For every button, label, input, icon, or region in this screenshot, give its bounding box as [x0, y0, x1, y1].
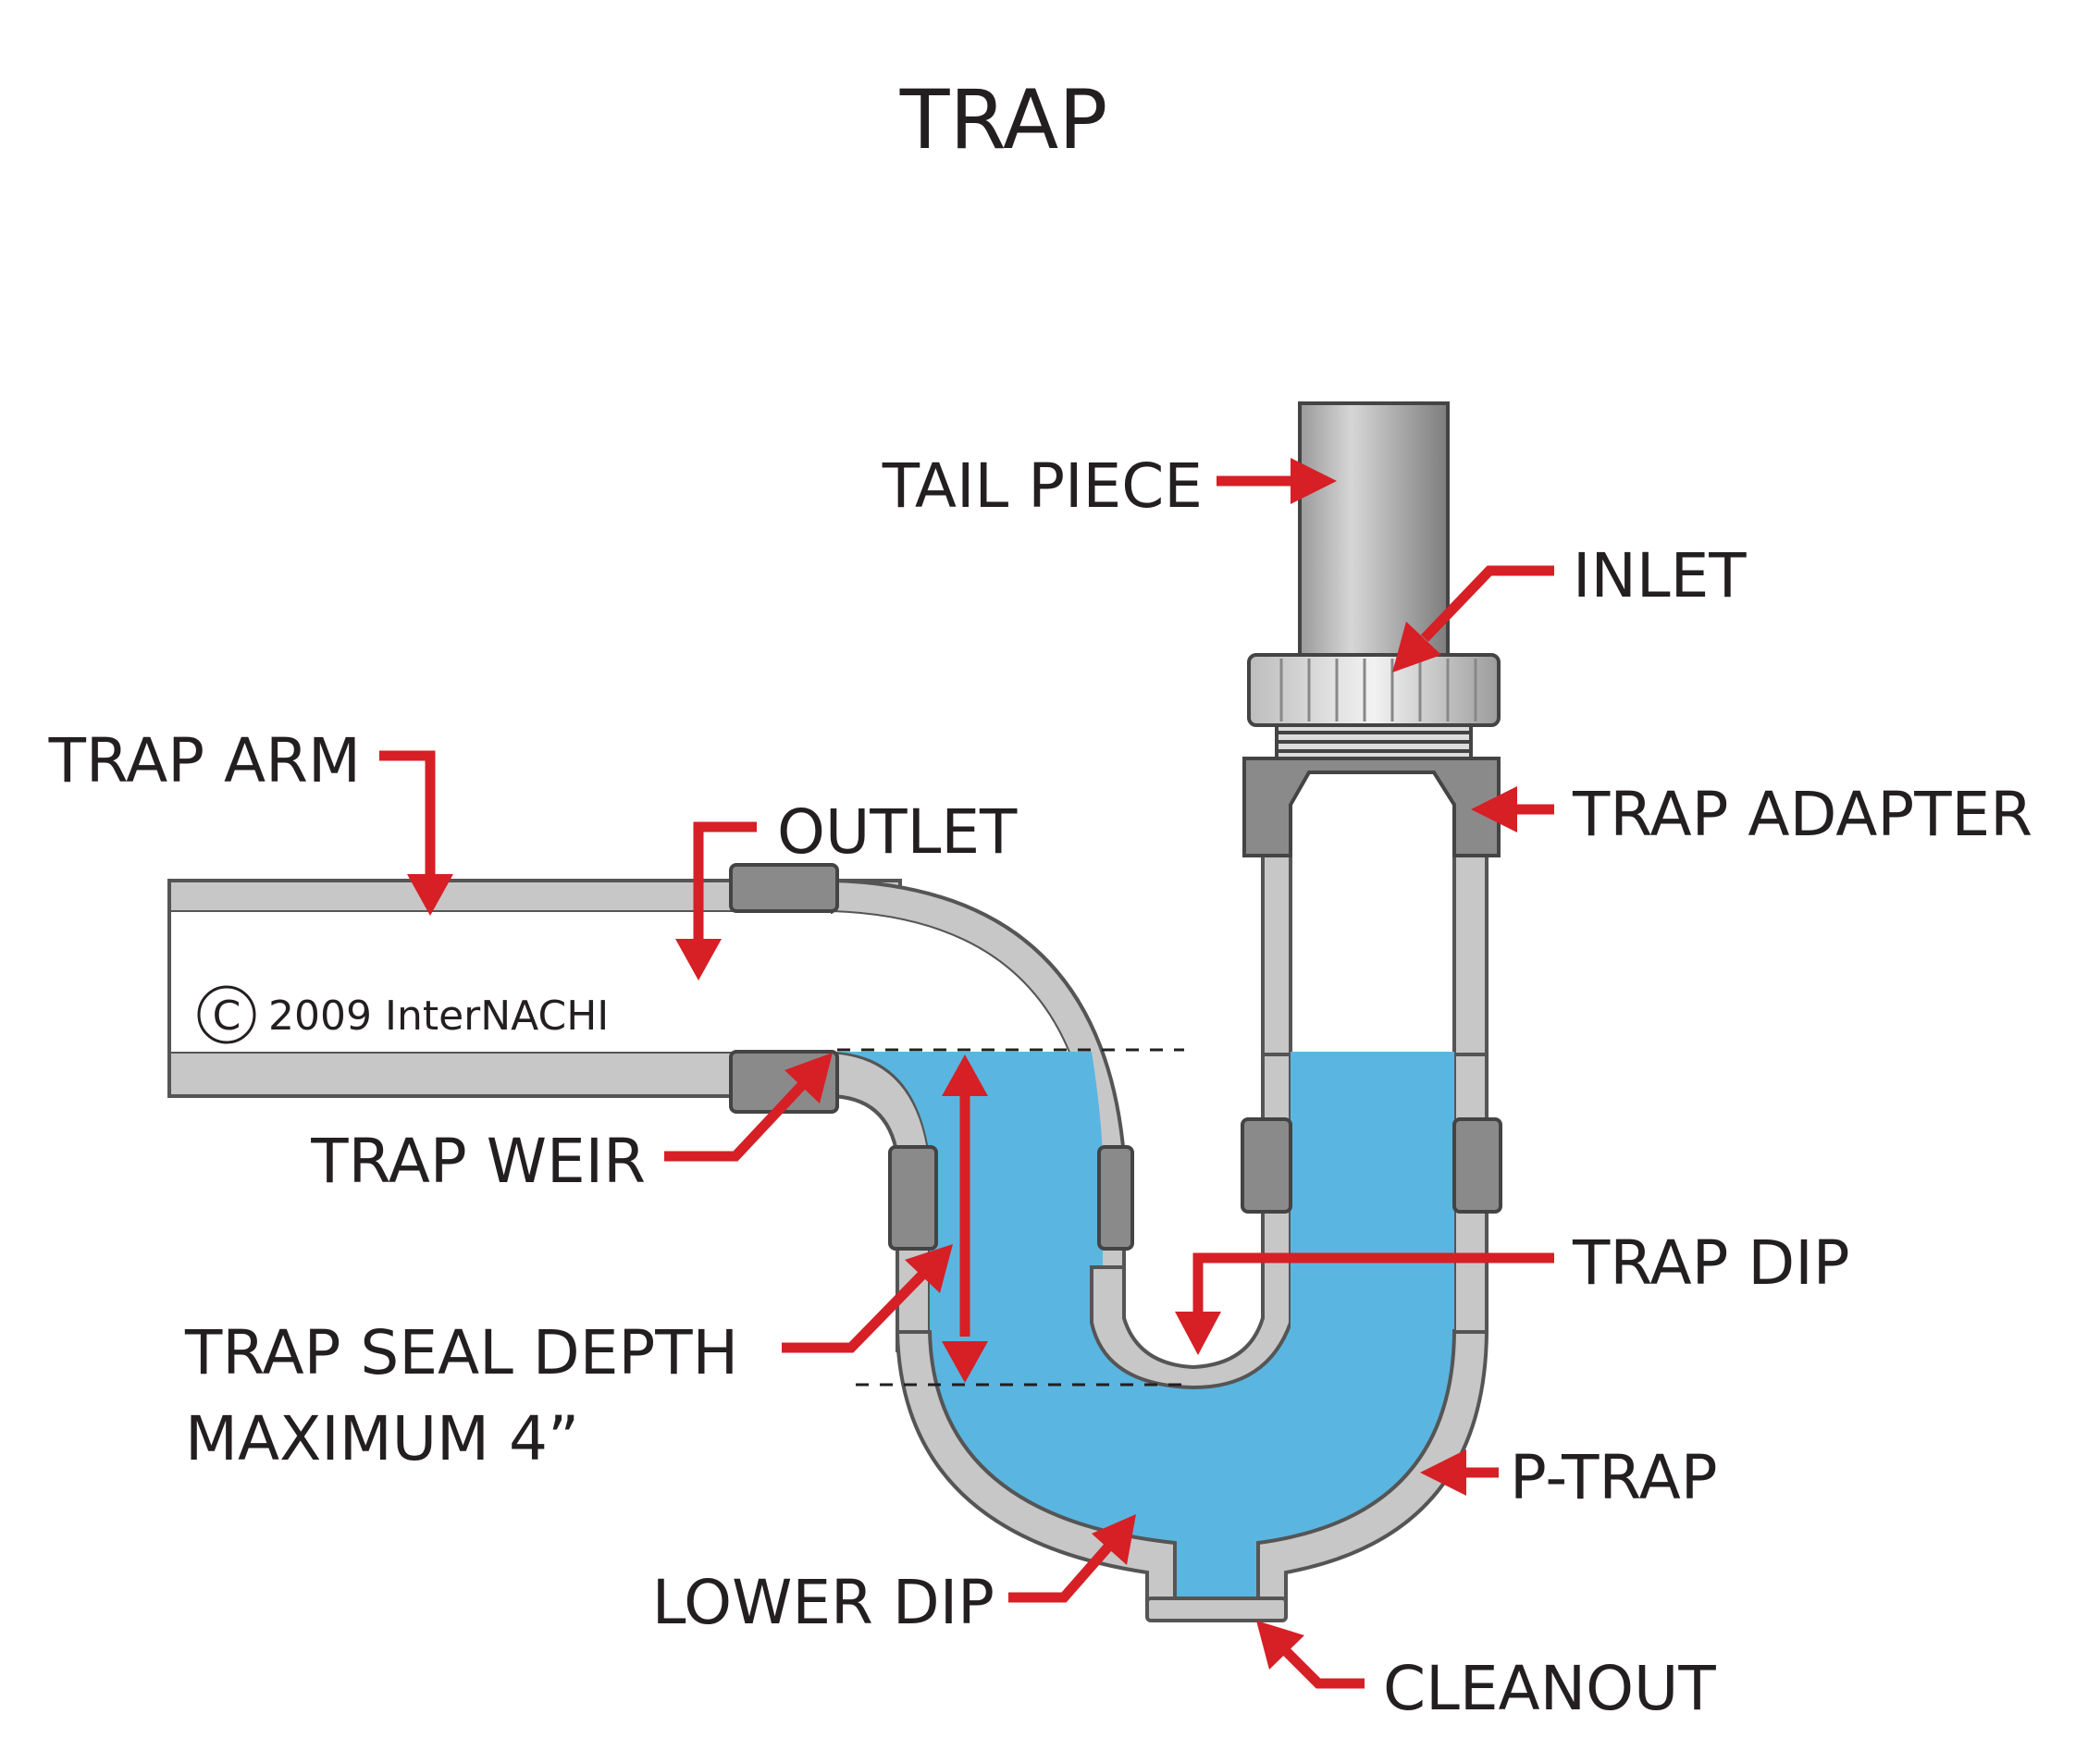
label-trap-weir: TRAP WEIR	[310, 1126, 646, 1197]
riser-coupling-left	[1241, 1117, 1292, 1214]
p-trap-arrow	[1420, 1449, 1466, 1496]
label-lower-dip: LOWER DIP	[652, 1567, 994, 1638]
tail-piece	[1298, 401, 1450, 657]
seal-depth-arrow-top	[942, 1054, 988, 1096]
riser-water	[1291, 1052, 1454, 1329]
lower-dip-arrow	[1092, 1514, 1136, 1565]
trap-arm-arrow	[407, 874, 453, 916]
label-tail-piece: TAIL PIECE	[882, 450, 1203, 522]
trap-arm-bottom-wall	[167, 1050, 830, 1098]
label-p-trap: P-TRAP	[1510, 1442, 1718, 1513]
copyright-circle	[197, 985, 256, 1044]
cleanout-cap	[1145, 1597, 1288, 1622]
trap-arm-interior	[169, 912, 900, 1052]
seal-depth-arrow-bottom	[942, 1341, 988, 1383]
copyright-text: 2009 InterNACHI	[268, 992, 609, 1040]
trap-weir-arrow	[784, 1053, 833, 1103]
riser-coupling-right	[1452, 1117, 1502, 1214]
outlet-coupling-top	[729, 863, 839, 913]
arrows	[379, 458, 1554, 1689]
label-trap-adapter: TRAP ADAPTER	[1572, 779, 2032, 850]
label-trap-seal-depth: TRAP SEAL DEPTH	[184, 1317, 738, 1388]
label-trap-seal-max: MAXIMUM 4”	[185, 1403, 579, 1474]
riser-interior	[1291, 805, 1454, 1052]
label-trap-arm: TRAP ARM	[48, 725, 361, 796]
tail-piece-arrow	[1291, 458, 1337, 504]
inlet-arrow	[1392, 622, 1441, 672]
diagram-title: TRAP	[899, 72, 1108, 167]
trap-seal-depth-arrow	[905, 1244, 953, 1293]
bend-interior-air	[833, 912, 1092, 1156]
bend-coupling-right	[1097, 1145, 1134, 1251]
outlet-arrow	[675, 939, 722, 980]
trap-dip-wall	[1090, 831, 1292, 1390]
cleanout-arrow	[1256, 1621, 1304, 1670]
label-trap-dip: TRAP DIP	[1572, 1227, 1850, 1299]
trap-dip-arrow	[1175, 1312, 1221, 1355]
bend-coupling-left	[888, 1145, 938, 1251]
slip-nut	[1247, 653, 1501, 727]
copyright: C 2009 InterNACHI	[197, 985, 609, 1044]
label-outlet: OUTLET	[777, 796, 1018, 868]
adapter-threads	[1275, 721, 1473, 760]
label-cleanout: CLEANOUT	[1383, 1653, 1716, 1724]
copyright-symbol: C	[213, 992, 241, 1040]
label-inlet: INLET	[1573, 540, 1747, 611]
labels: TAIL PIECE INLET TRAP ARM OUTLET TRAP AD…	[48, 450, 2032, 1724]
trap-adapter-arrow	[1471, 786, 1517, 832]
pipe-assembly	[167, 401, 1502, 1622]
